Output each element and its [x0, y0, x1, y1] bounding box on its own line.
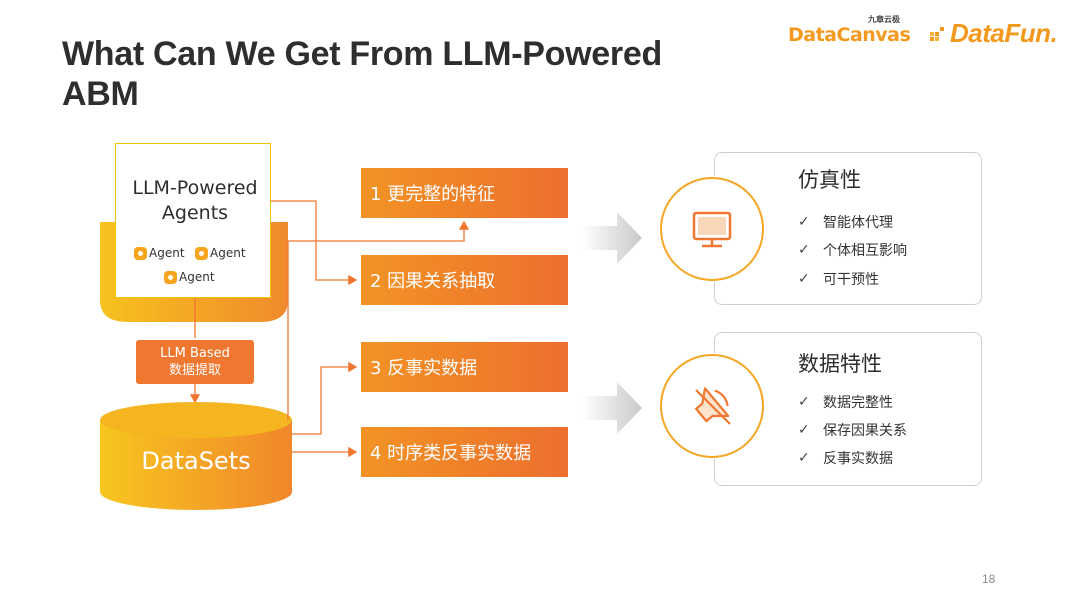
card-item-label: 反事实数据	[823, 451, 893, 467]
agents-title-line2: Agents	[161, 202, 229, 224]
page-number: 18	[982, 572, 996, 586]
llm-tag-line2: 数据提取	[168, 363, 221, 378]
connector-datasets-feature3	[292, 361, 358, 435]
feature-box-4: 4 时序类反事实数据	[361, 427, 568, 477]
check-icon: ✓	[798, 422, 810, 438]
card-item-label: 数据完整性	[823, 395, 893, 411]
datacanvas-logo-subtitle: 九章云极	[868, 15, 900, 24]
agents-title-line1: LLM-Powered	[132, 177, 258, 199]
agent-label: Agent	[210, 246, 246, 260]
agents-box-title: LLM-Powered Agents	[115, 176, 275, 226]
check-icon: ✓	[798, 214, 810, 230]
datasets-cylinder-top	[100, 402, 292, 438]
datafun-logo: DataFun.	[950, 18, 1058, 48]
check-icon: ✓	[798, 271, 810, 287]
agent-icon	[195, 246, 208, 260]
speaker-icon-circle	[660, 354, 764, 458]
check-icon: ✓	[798, 242, 810, 258]
agent-label: Agent	[149, 246, 185, 260]
datasets-label: DataSets	[141, 447, 251, 475]
card-simulation-item: ✓ 可干预性	[798, 269, 879, 289]
connector-datasets-feature1	[287, 220, 470, 420]
llm-extraction-tag: LLM Based 数据提取	[136, 340, 254, 384]
card-item-label: 个体相互影响	[823, 243, 907, 259]
card-simulation-title: 仿真性	[798, 168, 861, 192]
arrow-to-card-2	[582, 382, 642, 434]
agent-icon	[164, 270, 177, 284]
datacanvas-logo: DataCanvas	[788, 24, 911, 46]
card-data-item: ✓ 反事实数据	[798, 448, 893, 468]
slide-title: What Can We Get From LLM-Powered ABM	[62, 35, 662, 113]
datafun-logo-mark-icon	[930, 27, 944, 41]
card-simulation-item: ✓ 智能体代理	[798, 212, 893, 232]
arrow-to-card-1	[582, 212, 642, 264]
card-data-item: ✓ 保存因果关系	[798, 420, 907, 440]
monitor-icon-circle	[660, 177, 764, 281]
feature-box-1: 1 更完整的特征	[361, 168, 568, 218]
llm-tag-line1: LLM Based	[160, 346, 230, 361]
check-icon: ✓	[798, 394, 810, 410]
card-data-item: ✓ 数据完整性	[798, 392, 893, 412]
card-item-label: 保存因果关系	[823, 423, 907, 439]
agent-chip: Agent	[195, 246, 246, 260]
card-data-title: 数据特性	[798, 352, 882, 376]
agent-chip: Agent	[134, 246, 185, 260]
card-simulation-item: ✓ 个体相互影响	[798, 240, 907, 260]
feature-box-3: 3 反事实数据	[361, 342, 568, 392]
monitor-icon	[692, 211, 732, 248]
agent-chip: Agent	[164, 270, 215, 284]
card-item-label: 可干预性	[823, 272, 879, 288]
feature-box-2: 2 因果关系抽取	[361, 255, 568, 305]
agent-icon	[134, 246, 147, 260]
datasets-cylinder-body	[100, 420, 292, 510]
agent-label: Agent	[179, 270, 215, 284]
check-icon: ✓	[798, 450, 810, 466]
card-item-label: 智能体代理	[823, 215, 893, 231]
agents-box	[115, 143, 271, 298]
speaker-muted-icon	[695, 387, 731, 425]
